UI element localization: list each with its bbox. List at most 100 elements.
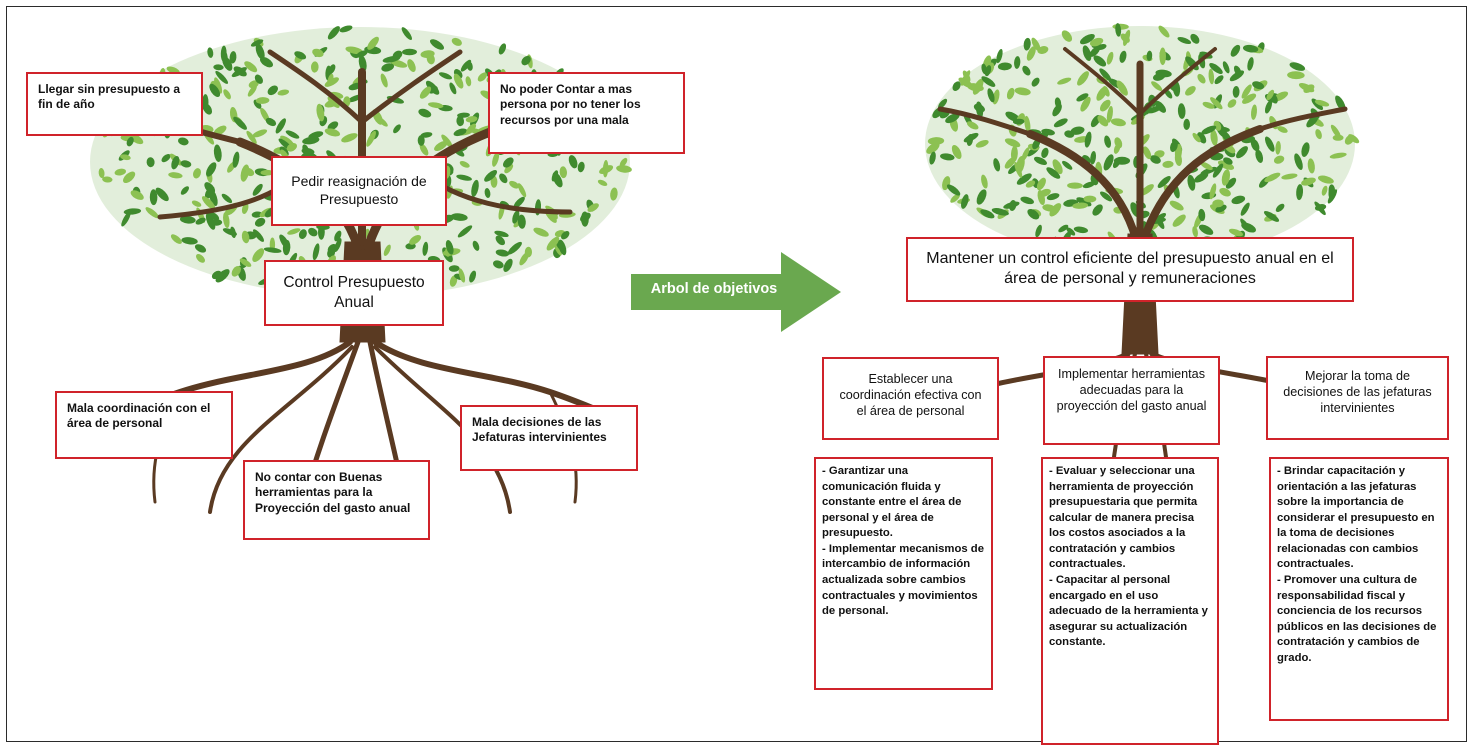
leaf bbox=[1067, 182, 1083, 189]
leaf bbox=[460, 59, 472, 72]
leaf bbox=[533, 227, 549, 237]
core-objective-text: Mantener un control eficiente del presup… bbox=[926, 250, 1334, 288]
leaf bbox=[1083, 195, 1097, 203]
leaf bbox=[1103, 154, 1114, 171]
leaf bbox=[1201, 125, 1217, 135]
leaf bbox=[201, 196, 216, 210]
leaf bbox=[438, 72, 453, 80]
leaf bbox=[208, 211, 220, 221]
leaf bbox=[1082, 181, 1096, 189]
leaf bbox=[312, 243, 320, 261]
leaf bbox=[498, 43, 507, 55]
leaf bbox=[993, 158, 1001, 172]
leaf bbox=[419, 143, 429, 156]
leaf bbox=[1229, 70, 1245, 82]
leaf bbox=[1219, 187, 1231, 197]
leaf bbox=[1177, 36, 1192, 45]
leaf bbox=[1241, 222, 1256, 233]
leaf bbox=[981, 76, 996, 87]
leaf bbox=[1112, 158, 1121, 169]
leaf bbox=[254, 217, 266, 227]
leaf bbox=[1097, 115, 1109, 127]
leaf bbox=[194, 244, 207, 253]
leaf bbox=[1090, 150, 1097, 165]
leaf bbox=[507, 241, 522, 255]
leaf bbox=[120, 154, 131, 161]
effect-box-2: No poder Contar a mas persona por no ten… bbox=[488, 72, 685, 154]
leaf bbox=[966, 133, 974, 147]
leaf bbox=[1217, 160, 1235, 170]
leaf bbox=[577, 161, 585, 173]
leaf bbox=[512, 210, 520, 224]
leaf bbox=[275, 118, 286, 134]
mean-box-1: Establecer una coordinación efectiva con… bbox=[822, 357, 999, 440]
leaf bbox=[168, 172, 183, 179]
leaf bbox=[1190, 33, 1200, 44]
leaf bbox=[495, 249, 510, 257]
leaf bbox=[1329, 152, 1347, 159]
leaf bbox=[960, 194, 969, 209]
leaf bbox=[252, 248, 265, 262]
leaf bbox=[381, 63, 395, 72]
leaf bbox=[407, 59, 416, 73]
leaf bbox=[1242, 93, 1257, 104]
leaf bbox=[1252, 81, 1265, 90]
leaf bbox=[559, 166, 568, 179]
leaf bbox=[1016, 173, 1032, 185]
leaf bbox=[975, 101, 984, 118]
mean-text-2: Implementar herramientas adecuadas para … bbox=[1056, 367, 1207, 414]
leaf bbox=[952, 81, 961, 92]
leaf bbox=[1301, 177, 1316, 186]
leaf bbox=[285, 130, 300, 139]
leaf bbox=[123, 208, 142, 215]
leaf bbox=[232, 151, 240, 168]
leaf bbox=[1053, 118, 1068, 128]
leaf bbox=[471, 179, 479, 197]
leaf bbox=[616, 165, 632, 173]
leaf bbox=[179, 215, 196, 224]
leaf bbox=[517, 214, 526, 229]
leaf bbox=[252, 183, 263, 196]
leaf bbox=[449, 82, 457, 95]
leaf bbox=[230, 226, 236, 238]
leaf bbox=[155, 187, 169, 202]
leaf bbox=[1084, 131, 1092, 148]
leaf bbox=[223, 89, 231, 100]
objective-tree-illustration bbox=[925, 23, 1360, 496]
leaf bbox=[254, 74, 263, 84]
leaf bbox=[327, 26, 340, 40]
leaf bbox=[1158, 25, 1170, 38]
leaf bbox=[1004, 138, 1021, 148]
leaf bbox=[209, 83, 221, 97]
leaf bbox=[220, 45, 227, 62]
leaf bbox=[521, 55, 531, 66]
leaf bbox=[1228, 228, 1244, 237]
leaf bbox=[1301, 142, 1310, 157]
leaf bbox=[1009, 200, 1017, 211]
leaf bbox=[130, 190, 144, 200]
leaf bbox=[458, 268, 466, 283]
leaf bbox=[568, 155, 578, 169]
leaf bbox=[997, 62, 1012, 71]
arrow-label: Arbol de objetivos bbox=[650, 281, 778, 297]
leaf bbox=[929, 151, 936, 165]
leaf bbox=[472, 240, 480, 251]
leaf bbox=[1021, 147, 1030, 162]
leaf bbox=[495, 235, 505, 246]
cause-text-3: Mala decisiones de las Jefaturas intervi… bbox=[472, 415, 607, 445]
leaf bbox=[126, 136, 134, 147]
leaf bbox=[1231, 195, 1246, 205]
leaf bbox=[1242, 44, 1259, 53]
leaf bbox=[427, 102, 444, 109]
leaf bbox=[170, 234, 182, 244]
leaf bbox=[1247, 57, 1254, 71]
leaf bbox=[239, 258, 252, 267]
leaf bbox=[1266, 89, 1275, 101]
leaf bbox=[192, 168, 202, 179]
leaf bbox=[1200, 166, 1217, 175]
leaf bbox=[445, 240, 454, 255]
leaf bbox=[252, 129, 268, 138]
leaf bbox=[602, 160, 609, 178]
leaf bbox=[417, 135, 425, 146]
leaf bbox=[255, 97, 270, 104]
